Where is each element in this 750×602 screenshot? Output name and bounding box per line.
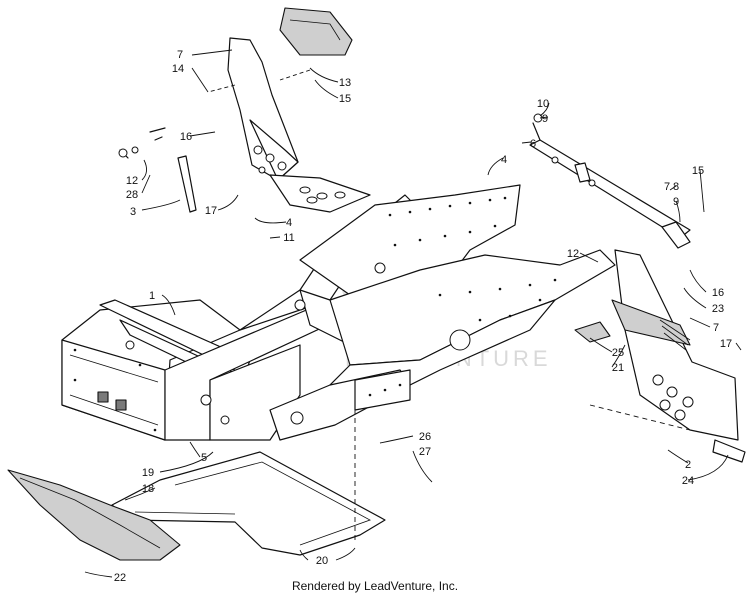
callout-16-left: 16 [180,131,192,143]
callout-17-left: 17 [205,205,217,217]
callout-8: 8 [673,181,679,193]
callout-26: 26 [419,431,431,443]
callout-9-right: 9 [673,196,679,208]
callout-3: 3 [130,206,136,218]
callout-27: 27 [419,446,431,458]
callout-23: 23 [712,303,724,315]
callout-11: 11 [283,232,294,244]
callout-20: 20 [316,555,328,567]
callout-12-right: 12 [567,248,579,260]
callout-14: 14 [172,63,184,75]
skid-plate [7,469,181,561]
callout-6: 6 [530,138,536,150]
leader-lines [84,49,742,578]
callout-22: 22 [114,572,126,584]
callout-1: 1 [149,290,155,302]
callout-4-left: 4 [286,217,292,229]
callout-18: 18 [142,483,154,495]
callout-2: 2 [685,459,691,471]
callout-28: 28 [126,189,138,201]
credit-text: Rendered by LeadVenture, Inc. [292,579,458,593]
callout-12-left: 12 [126,175,138,187]
callout-4-right: 4 [501,154,507,166]
callout-24: 24 [682,475,694,487]
callout-7-shaft: 7 [664,181,670,193]
callout-7-panel: 7 [713,322,719,334]
callout-16-right: 16 [712,287,724,299]
callout-19: 19 [142,467,154,479]
callout-5: 5 [201,452,207,464]
callout-15-top: 15 [339,93,351,105]
main-frame [61,184,616,441]
callout-17-right: 17 [720,338,732,350]
callout-7-top: 7 [177,49,183,61]
callout-15-right: 15 [692,165,704,177]
callout-21: 21 [612,362,624,374]
right-side-panel [574,249,746,463]
steering-post [118,7,371,213]
callout-9-top: 9 [542,113,548,125]
callout-13: 13 [339,77,351,89]
callout-labels: 1 2 3 4 4 5 6 7 7 7 8 9 9 10 11 12 12 13… [114,49,732,584]
steering-shaft [529,113,691,249]
callout-25: 25 [612,347,624,359]
callout-10: 10 [537,98,549,110]
